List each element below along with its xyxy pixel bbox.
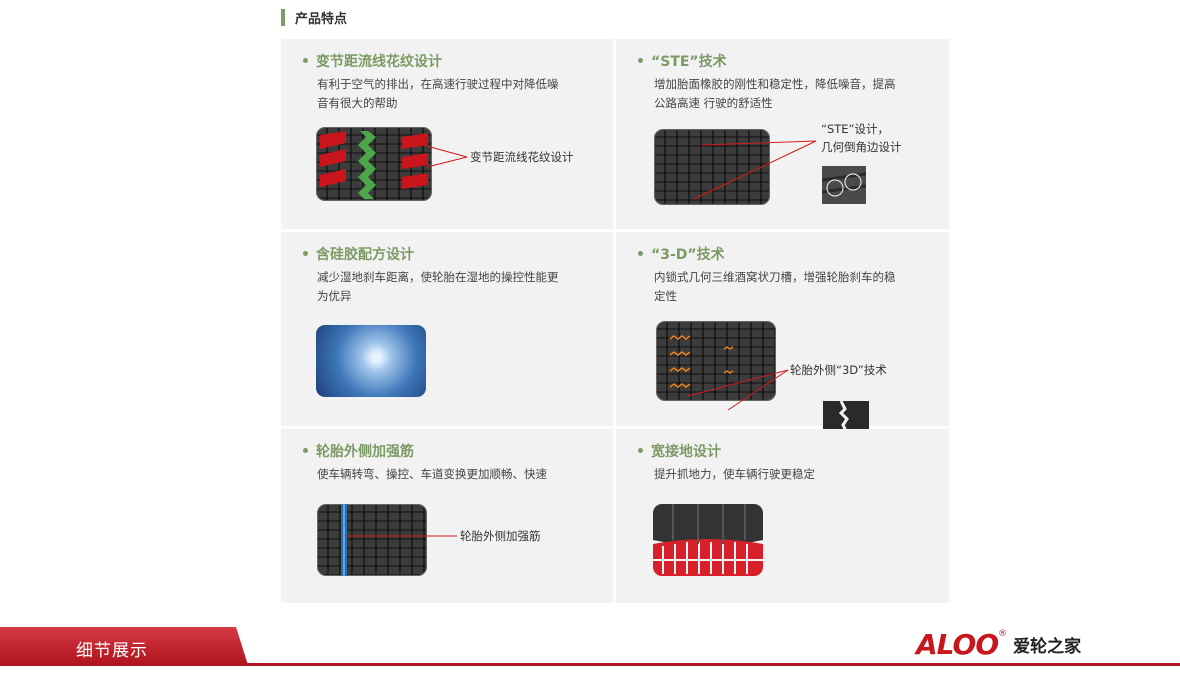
tread-3d-image bbox=[656, 321, 776, 401]
heading-bar bbox=[281, 8, 285, 26]
brand-logo-text: ALOO bbox=[916, 627, 999, 661]
feature-desc: 内锁式几何三维酒窝状刀槽，增强轮胎刹车的稳定性 bbox=[654, 270, 896, 303]
tread-pattern-image bbox=[316, 127, 432, 201]
chamfer-detail-image bbox=[822, 166, 866, 204]
callout-label: “STE”设计， 几何倒角边设计 bbox=[821, 122, 902, 154]
silica-compound-image bbox=[316, 325, 426, 397]
feature-card-pitch: 变节距流线花纹设计 有利于空气的排出，在高速行驶过程中对降低噪音有很大的帮助 变… bbox=[281, 39, 613, 229]
callout-label: 轮胎外侧“3D”技术 bbox=[790, 363, 887, 377]
feature-title: 宽接地设计 bbox=[638, 441, 721, 461]
brand-logo[interactable]: ALOO ® 爱轮之家 bbox=[916, 627, 1082, 661]
tread-rib-image bbox=[317, 504, 427, 576]
feature-desc: 增加胎面橡胶的刚性和稳定性，降低噪音，提高公路高速 行驶的舒适性 bbox=[654, 77, 896, 110]
feature-desc: 有利于空气的排出，在高速行驶过程中对降低噪音有很大的帮助 bbox=[317, 77, 559, 110]
feature-card-ste: “STE”技术 增加胎面橡胶的刚性和稳定性，降低噪音，提高公路高速 行驶的舒适性… bbox=[616, 39, 949, 229]
footer-divider bbox=[0, 663, 1180, 666]
feature-card-silica: 含硅胶配方设计 减少湿地刹车距离，使轮胎在湿地的操控性能更为优异 bbox=[281, 232, 613, 426]
callout-label: 变节距流线花纹设计 bbox=[470, 150, 574, 164]
dimple-sipe-detail-image bbox=[823, 401, 869, 433]
feature-title: “STE”技术 bbox=[638, 51, 727, 71]
section-heading: 产品特点 bbox=[281, 8, 348, 27]
feature-title: “3-D”技术 bbox=[638, 244, 725, 264]
bullet-icon bbox=[638, 250, 643, 256]
bullet-icon bbox=[303, 250, 308, 256]
sipe-marks-graphic bbox=[669, 335, 734, 388]
feature-desc: 提升抓地力，使车辆行驶更稳定 bbox=[654, 467, 815, 481]
detail-section-tab[interactable]: 细节展示 bbox=[0, 627, 248, 665]
contact-patch-graphic bbox=[653, 504, 763, 576]
detail-tab-label: 细节展示 bbox=[76, 641, 148, 661]
feature-desc: 减少湿地刹车距离，使轮胎在湿地的操控性能更为优异 bbox=[317, 270, 559, 303]
bullet-icon bbox=[638, 57, 643, 63]
rib-highlight-graphic bbox=[341, 504, 347, 576]
feature-card-rib: 轮胎外侧加强筋 使车辆转弯、操控、车道变换更加顺畅、快速 轮胎外侧加强筋 bbox=[281, 429, 613, 603]
registered-mark: ® bbox=[998, 629, 1008, 639]
tread-highlight-graphic bbox=[320, 131, 428, 199]
feature-card-3d: “3-D”技术 内锁式几何三维酒窝状刀槽，增强轮胎刹车的稳定性 轮胎外侧“3D”… bbox=[616, 232, 949, 433]
chamfer-circles-graphic bbox=[822, 166, 866, 204]
section-title: 产品特点 bbox=[295, 11, 348, 27]
feature-title: 变节距流线花纹设计 bbox=[303, 51, 442, 71]
brand-name: 爱轮之家 bbox=[1013, 636, 1082, 657]
dimple-sipe-graphic bbox=[823, 401, 869, 433]
feature-desc: 使车辆转弯、操控、车道变换更加顺畅、快速 bbox=[317, 467, 547, 481]
bullet-icon bbox=[638, 447, 643, 453]
feature-title: 含硅胶配方设计 bbox=[303, 244, 414, 264]
feature-title: 轮胎外侧加强筋 bbox=[303, 441, 414, 461]
bullet-icon bbox=[303, 57, 308, 63]
contact-patch-image bbox=[653, 504, 763, 576]
tread-ste-image bbox=[654, 129, 770, 205]
callout-label: 轮胎外侧加强筋 bbox=[460, 529, 541, 543]
bullet-icon bbox=[303, 447, 308, 453]
feature-grid: 变节距流线花纹设计 有利于空气的排出，在高速行驶过程中对降低噪音有很大的帮助 变… bbox=[281, 39, 949, 603]
feature-card-wide-contact: 宽接地设计 提升抓地力，使车辆行驶更稳定 bbox=[616, 429, 949, 603]
